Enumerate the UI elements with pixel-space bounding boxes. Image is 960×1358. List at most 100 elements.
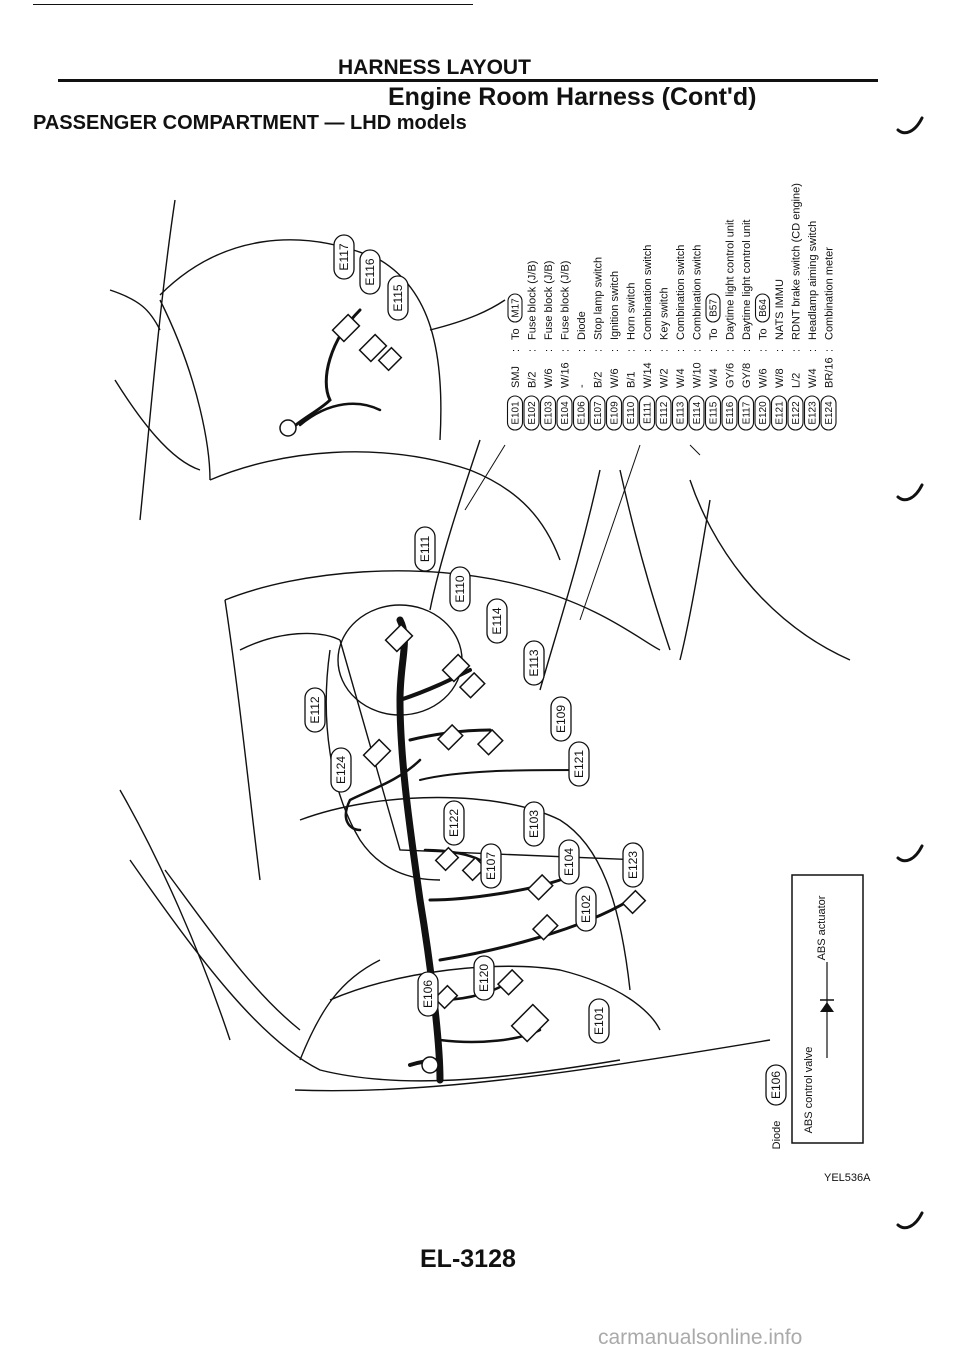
- connector-id: E103: [544, 401, 555, 425]
- callout-label: E109: [554, 705, 568, 733]
- connector-wire: W/16: [560, 362, 572, 388]
- connector-id: E107: [593, 401, 604, 425]
- connector-id: E117: [742, 401, 753, 424]
- diode-label: Diode: [771, 1121, 783, 1150]
- callout-label: E113: [527, 649, 541, 676]
- connector-desc: NATS IMMU: [774, 279, 786, 340]
- connector-id: E114: [692, 401, 703, 424]
- connector-ref: M17: [511, 298, 522, 318]
- connector-desc: Combination switch: [675, 245, 687, 340]
- connector-sep: :: [510, 349, 522, 352]
- connector-sep: :: [791, 349, 803, 352]
- connector-sep: :: [626, 349, 638, 352]
- abs-control-valve-label: ABS control valve: [803, 1047, 815, 1134]
- connector-sep: :: [576, 349, 588, 352]
- connector-desc: To: [758, 328, 770, 340]
- connector-wire: W/8: [774, 368, 786, 388]
- callout-label: E107: [484, 852, 498, 880]
- callout-label: E122: [447, 809, 461, 837]
- connector-sep: :: [692, 349, 704, 352]
- connector-desc: Horn switch: [626, 283, 638, 340]
- connector-id: E121: [775, 401, 786, 425]
- connector-desc: Ignition switch: [609, 271, 621, 340]
- connector-desc: Stop lamp switch: [593, 257, 605, 340]
- connector-wire: W/6: [543, 368, 555, 388]
- connector-sep: :: [725, 349, 737, 352]
- callout-label: E117: [337, 243, 351, 270]
- connector-wire: W/14: [642, 362, 654, 388]
- connector-sep: :: [659, 349, 671, 352]
- figure-code: YEL536A: [824, 1172, 871, 1184]
- connector-id: E123: [808, 401, 819, 425]
- diode-box: ABS control valve ABS actuator E106 Diod…: [765, 874, 864, 1150]
- connector-id: E115: [709, 401, 720, 424]
- margin-marks: [896, 116, 924, 1230]
- watermark-text: carmanualsonline.info: [598, 1326, 803, 1349]
- connector-desc: Fuse block (J/B): [527, 261, 539, 340]
- callout-label: E106: [421, 980, 435, 1008]
- connector-list-row: E107 B/2: Stop lamp switch: [589, 257, 606, 431]
- page-subtitle: Engine Room Harness (Cont'd): [388, 83, 757, 111]
- connector-wire: W/6: [758, 368, 770, 388]
- page-title: HARNESS LAYOUT: [338, 56, 531, 79]
- connector-sep: :: [543, 349, 555, 352]
- connector-wire: GY/6: [725, 363, 737, 388]
- connector-sep: :: [824, 349, 836, 352]
- top-rule: [33, 4, 473, 5]
- connector-id: E111: [643, 402, 654, 424]
- connector-id: E120: [758, 401, 769, 425]
- callout-label: E110: [453, 575, 467, 602]
- connector-wire: B/2: [593, 371, 605, 388]
- connector-list-row: E116 GY/6: Daytime light control unit: [721, 220, 738, 431]
- connector-sep: :: [741, 349, 753, 352]
- connector-desc: Daytime light control unit: [725, 220, 737, 340]
- connector-list-row: E111 W/14: Combination switch: [638, 245, 656, 431]
- connector-desc: To: [510, 328, 522, 340]
- connector-wire: GY/8: [741, 363, 753, 388]
- callout-label: E101: [592, 1007, 606, 1035]
- connector-sep: :: [642, 349, 654, 352]
- callout-label: E104: [562, 848, 576, 876]
- connector-wire: W/10: [692, 362, 704, 388]
- connector-sep: :: [675, 349, 687, 352]
- connector-id: E110: [626, 401, 637, 424]
- connector-id: E112: [659, 401, 670, 424]
- connector-desc: Fuse block (J/B): [543, 261, 555, 340]
- connector-wire: L/2: [791, 373, 803, 388]
- callout-label: E121: [572, 750, 586, 778]
- diode-connector-tag: E106: [769, 1071, 783, 1099]
- connector-wire: W/4: [708, 368, 720, 388]
- connector-ref: B57: [709, 299, 720, 317]
- connector-id: E116: [725, 401, 736, 424]
- abs-actuator-label: ABS actuator: [816, 895, 828, 960]
- connector-sep: :: [527, 349, 539, 352]
- connector-id: E124: [824, 401, 835, 425]
- callout-label: E112: [308, 696, 322, 723]
- connector-sep: :: [593, 349, 605, 352]
- connector-wire: BR/16: [824, 357, 836, 388]
- connector-desc: Headlamp aiming switch: [807, 221, 819, 340]
- connector-desc: Daytime light control unit: [741, 220, 753, 340]
- connector-wire: SMJ: [510, 366, 522, 388]
- callout-label: E123: [626, 851, 640, 879]
- connector-wire: W/6: [609, 368, 621, 388]
- connector-id: E106: [577, 401, 588, 425]
- connector-list-row: E117 GY/8: Daytime light control unit: [737, 220, 755, 431]
- connector-shapes: [279, 313, 647, 1074]
- connector-desc: Combination switch: [642, 245, 654, 340]
- page-number: EL-3128: [420, 1245, 516, 1273]
- connector-list-row: E106-:Diode: [572, 311, 590, 431]
- callout-label: E114: [490, 607, 504, 634]
